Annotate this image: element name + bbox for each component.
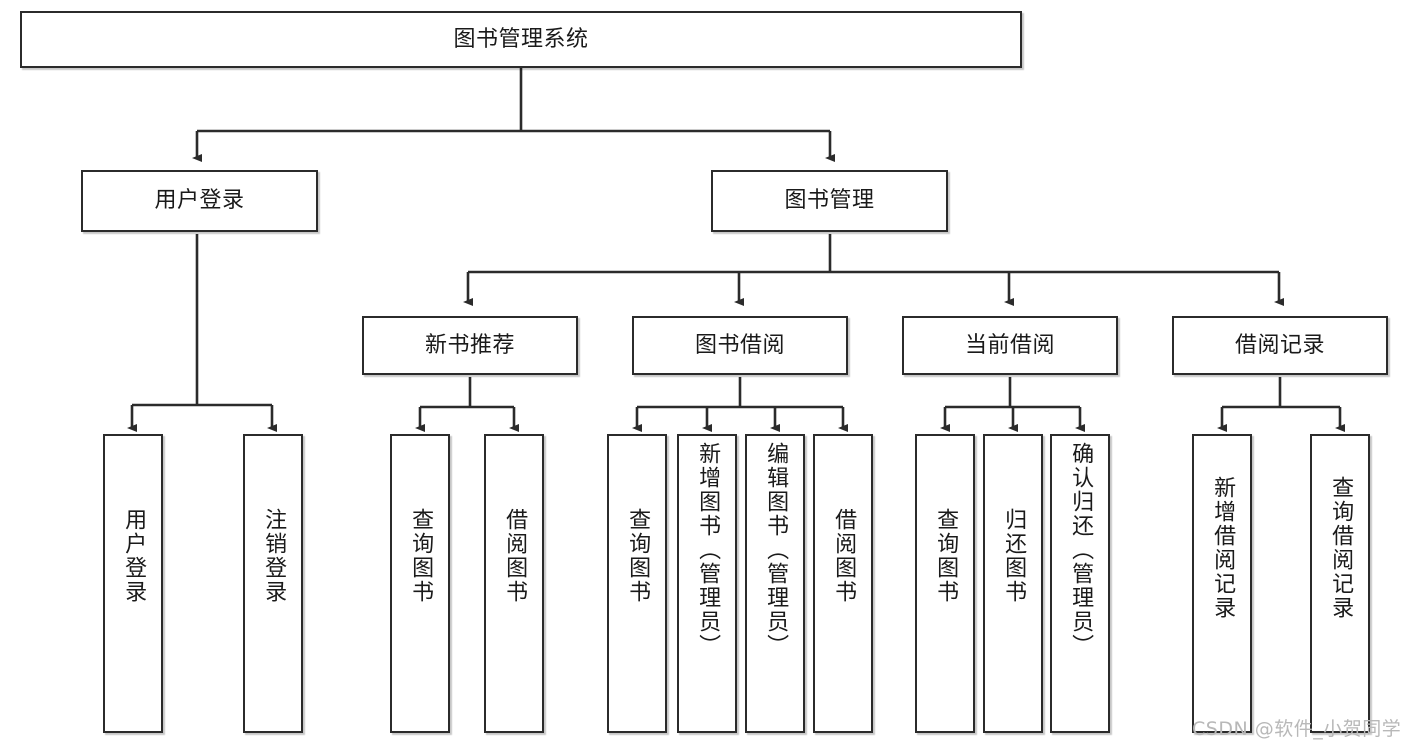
leaf-query-borrow-record-label: 查询借阅记录 <box>1328 476 1354 620</box>
leaf-query-book-3-label: 查询图书 <box>933 508 959 604</box>
leaf-logout-login[interactable]: 注销登录 <box>243 434 303 733</box>
node-borrow-record[interactable]: 借阅记录 <box>1172 316 1388 375</box>
leaf-user-login[interactable]: 用户登录 <box>103 434 163 733</box>
leaf-borrow-book-1-label: 借阅图书 <box>502 508 528 604</box>
node-book-management-label: 图书管理 <box>784 188 875 214</box>
leaf-add-book[interactable]: 新增图书（管理员） <box>677 434 737 733</box>
node-user-login[interactable]: 用户登录 <box>81 170 318 232</box>
leaf-return-book[interactable]: 归还图书 <box>983 434 1043 733</box>
node-user-login-label: 用户登录 <box>154 188 245 214</box>
leaf-user-login-label: 用户登录 <box>121 508 147 604</box>
node-book-borrow-label: 图书借阅 <box>694 332 785 358</box>
leaf-query-book-2-label: 查询图书 <box>625 508 651 604</box>
node-new-book-recommend-label: 新书推荐 <box>424 332 515 358</box>
leaf-query-borrow-record[interactable]: 查询借阅记录 <box>1310 434 1370 733</box>
leaf-edit-book-label: 编辑图书（管理员） <box>763 442 789 658</box>
leaf-borrow-book-2[interactable]: 借阅图书 <box>813 434 873 733</box>
leaf-borrow-book-2-label: 借阅图书 <box>831 508 857 604</box>
node-root[interactable]: 图书管理系统 <box>20 11 1022 68</box>
leaf-query-book-1-label: 查询图书 <box>408 508 434 604</box>
leaf-borrow-book-1[interactable]: 借阅图书 <box>484 434 544 733</box>
leaf-return-book-label: 归还图书 <box>1001 508 1027 604</box>
leaf-logout-login-label: 注销登录 <box>261 508 287 604</box>
leaf-query-book-3[interactable]: 查询图书 <box>915 434 975 733</box>
leaf-add-borrow-record[interactable]: 新增借阅记录 <box>1192 434 1252 733</box>
node-book-management[interactable]: 图书管理 <box>711 170 948 232</box>
node-book-borrow[interactable]: 图书借阅 <box>632 316 848 375</box>
leaf-query-book-2[interactable]: 查询图书 <box>607 434 667 733</box>
node-current-borrow-label: 当前借阅 <box>964 332 1055 358</box>
node-new-book-recommend[interactable]: 新书推荐 <box>362 316 578 375</box>
leaf-add-book-label: 新增图书（管理员） <box>695 442 721 658</box>
node-borrow-record-label: 借阅记录 <box>1234 332 1325 358</box>
node-current-borrow[interactable]: 当前借阅 <box>902 316 1118 375</box>
leaf-confirm-return[interactable]: 确认归还（管理员） <box>1050 434 1110 733</box>
leaf-confirm-return-label: 确认归还（管理员） <box>1068 442 1094 658</box>
leaf-edit-book[interactable]: 编辑图书（管理员） <box>745 434 805 733</box>
leaf-query-book-1[interactable]: 查询图书 <box>390 434 450 733</box>
node-root-label: 图书管理系统 <box>453 26 589 52</box>
leaf-add-borrow-record-label: 新增借阅记录 <box>1210 476 1236 620</box>
csdn-watermark: CSDN @软件_小贺同学 <box>1192 718 1402 740</box>
